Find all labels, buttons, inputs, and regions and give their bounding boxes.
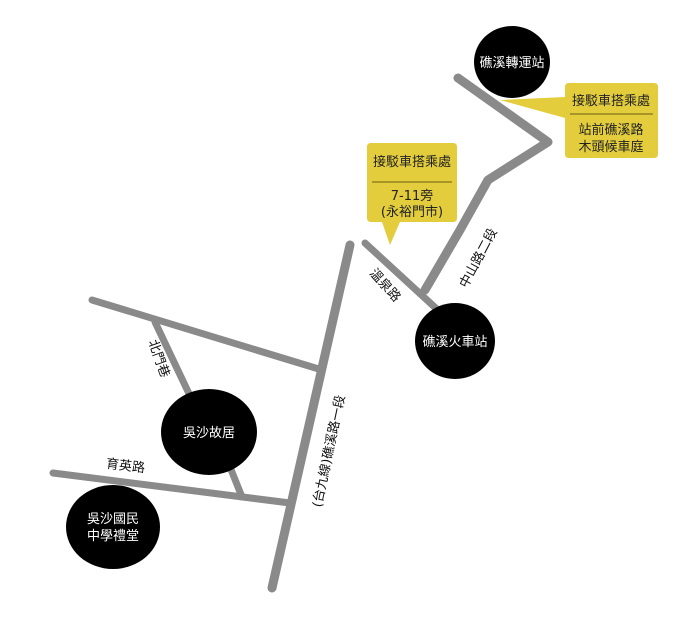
place-jiaoxi-bus-station: 礁溪轉運站: [474, 26, 550, 98]
road-zhongshan-sec2: [420, 73, 553, 295]
road-yuying: [49, 469, 294, 507]
callout-line: 站前礁溪路: [578, 122, 643, 138]
callout-title: 接駁車搭乘處: [572, 93, 650, 109]
callout-shuttle-stop-station: 接駁車搭乘處 站前礁溪路 木頭候車庭: [500, 83, 658, 158]
place-label: 吳沙故居: [183, 426, 235, 441]
place-label: 礁溪轉運站: [479, 55, 544, 71]
road-label-yuying: 育英路: [105, 456, 146, 477]
callout-line: (永裕門市): [381, 204, 443, 220]
callout-line: 7-11旁: [391, 188, 434, 204]
road-beimen-lane: [151, 318, 196, 404]
place-wusha-residence: 吳沙故居: [161, 389, 257, 475]
place-label: 礁溪火車站: [422, 334, 487, 350]
road-taijiu-jiaoxi-rd-sec1: [267, 240, 355, 593]
callout-shuttle-stop-7-11: 接駁車搭乘處 7-11旁 (永裕門市): [367, 143, 457, 245]
place-label: 吳沙國民: [87, 512, 139, 527]
callout-line: 木頭候車庭: [578, 139, 643, 155]
place-wusha-school-hall: 吳沙國民 中學禮堂: [66, 485, 160, 569]
road-north: [88, 296, 326, 374]
callout-title: 接駁車搭乘處: [373, 154, 451, 170]
place-jiaoxi-train-station: 礁溪火車站: [415, 303, 495, 379]
road-label-zhongshan: 中山路二段: [456, 226, 501, 291]
road-wenquan: [361, 239, 444, 316]
place-label: 中學禮堂: [87, 529, 139, 544]
